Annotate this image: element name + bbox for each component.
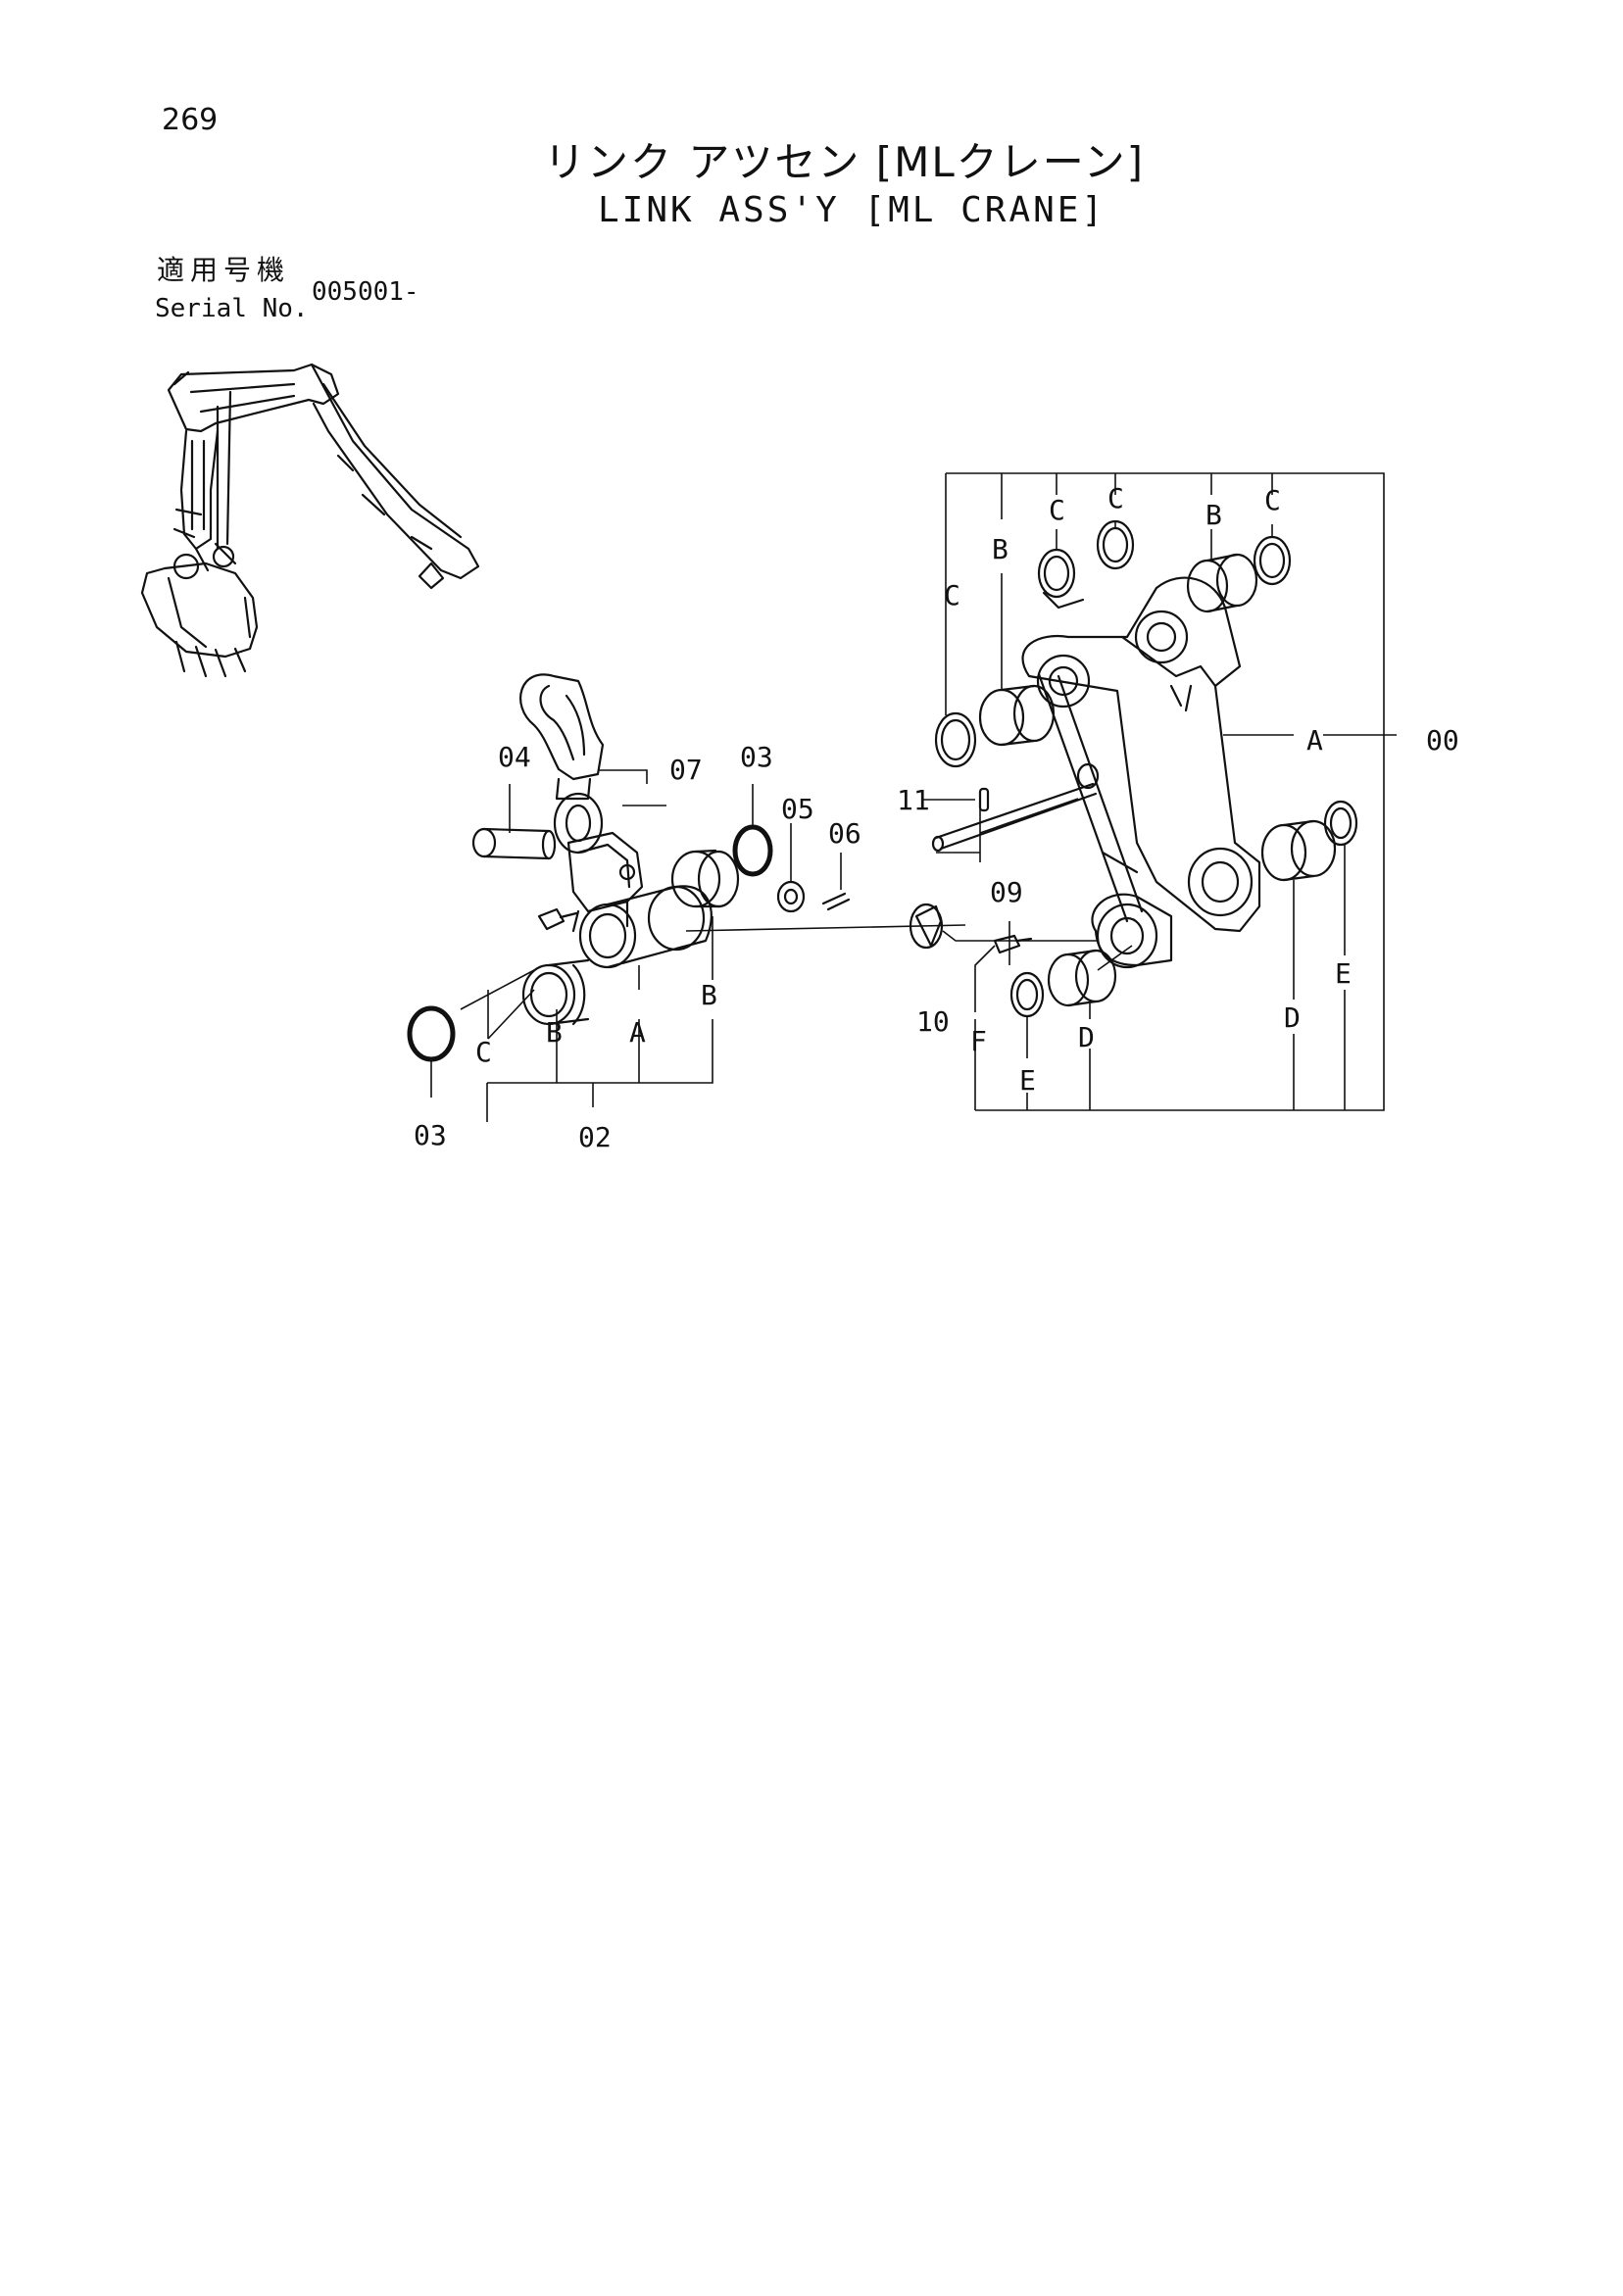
lower-bushings-icon — [1009, 800, 1358, 1018]
callout-B-1: B — [992, 533, 1008, 565]
page-title-japanese: リンク アツセン [MLクレーン] — [544, 138, 1146, 186]
washer-05-icon — [776, 880, 806, 913]
callout-B-2: B — [1205, 499, 1222, 531]
callout-F: F — [970, 1025, 987, 1057]
callout-09: 09 — [990, 876, 1023, 908]
callout-C-2: C — [1049, 494, 1065, 526]
callout-10: 10 — [916, 1005, 950, 1038]
pin-04-icon — [471, 827, 557, 860]
callout-B-right: B — [701, 979, 717, 1011]
upper-bushings-icon — [934, 519, 1292, 768]
pin-09-icon — [931, 782, 1098, 853]
page-number: 269 — [162, 103, 219, 137]
serial-label-english: Serial No. — [155, 294, 309, 323]
callout-labels: 00 A C B C C B C 04 07 03 05 06 11 09 10… — [414, 482, 1459, 1153]
callout-00: 00 — [1426, 724, 1459, 757]
callout-C-3: C — [1107, 482, 1124, 514]
serial-label-japanese: 適用号機 — [157, 254, 291, 286]
callout-C-1: C — [944, 579, 960, 611]
callout-02: 02 — [578, 1121, 612, 1153]
callout-D-2: D — [1284, 1001, 1301, 1034]
excavator-thumbnail-icon — [140, 363, 480, 678]
leader-lines — [430, 472, 1397, 1122]
hook-icon — [519, 673, 605, 855]
callout-E-1: E — [1019, 1064, 1036, 1097]
callout-A-link: A — [1306, 724, 1323, 757]
callout-05: 05 — [781, 793, 814, 825]
link-plate-icon — [1021, 576, 1261, 969]
callout-C-left: C — [475, 1036, 492, 1068]
callout-E-2: E — [1335, 957, 1352, 990]
page-title-english: LINK ASS'Y [ML CRANE] — [598, 190, 1107, 230]
cotter-pin-06-icon — [821, 892, 851, 911]
callout-06: 06 — [828, 817, 861, 850]
spring-pin-11-icon — [978, 787, 990, 812]
callout-03-upper: 03 — [740, 741, 773, 773]
clevis-assembly-icon — [566, 831, 740, 969]
callout-C-4: C — [1264, 484, 1281, 516]
callout-D-1: D — [1078, 1021, 1095, 1053]
callout-A-left: A — [629, 1016, 646, 1049]
serial-number: 005001- — [312, 277, 419, 307]
callout-04: 04 — [498, 741, 531, 773]
callout-07: 07 — [669, 754, 703, 786]
callout-11: 11 — [897, 784, 930, 816]
callout-03-lower: 03 — [414, 1119, 447, 1151]
grease-fitting-icon — [993, 934, 1033, 954]
callout-B-left: B — [546, 1016, 563, 1049]
ring-03-upper-icon — [732, 824, 773, 877]
